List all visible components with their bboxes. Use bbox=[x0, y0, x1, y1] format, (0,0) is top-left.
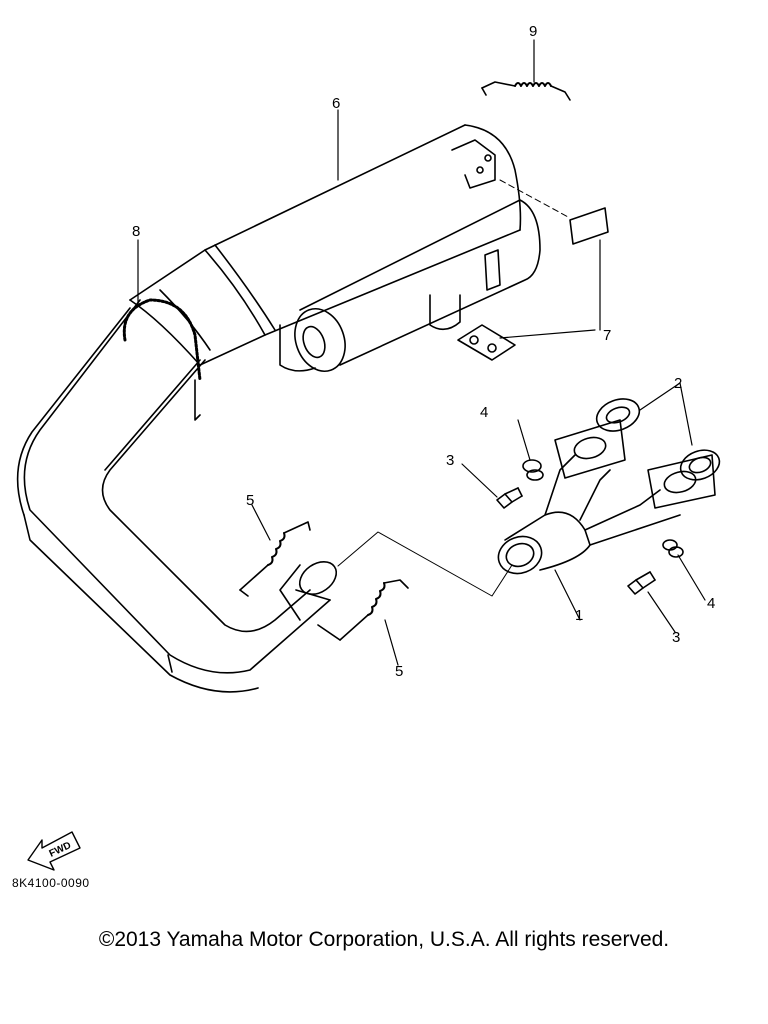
heat-wrap-band bbox=[122, 298, 202, 421]
leader-lines bbox=[137, 39, 706, 666]
mounting-bracket-upper bbox=[451, 139, 496, 189]
muffler-body bbox=[129, 124, 522, 366]
spring-lower bbox=[317, 579, 409, 641]
fwd-arrow-icon: FWD bbox=[27, 831, 81, 871]
spring-top bbox=[481, 81, 571, 101]
nut-upper bbox=[522, 459, 544, 481]
exhaust-manifold bbox=[497, 419, 716, 575]
callout-9: 9 bbox=[529, 23, 537, 40]
diagram-code: 8K4100-0090 bbox=[12, 876, 90, 890]
exhaust-pipe bbox=[16, 299, 331, 693]
callout-7: 7 bbox=[603, 327, 611, 344]
nut-lower bbox=[662, 539, 684, 558]
callout-4: 4 bbox=[707, 595, 715, 612]
gasket-upper bbox=[595, 398, 641, 432]
callout-1: 1 bbox=[575, 607, 583, 624]
copyright-notice: ©2013 Yamaha Motor Corporation, U.S.A. A… bbox=[98, 928, 670, 951]
assembly-reference-lines bbox=[337, 179, 571, 597]
callout-3: 3 bbox=[672, 629, 680, 646]
callout-3: 3 bbox=[446, 452, 454, 469]
bolt-upper bbox=[496, 487, 523, 509]
callout-2: 2 bbox=[674, 375, 682, 392]
muffler-lower-canister bbox=[279, 199, 541, 372]
spring-upper bbox=[239, 521, 311, 597]
gasket-lower bbox=[679, 449, 721, 481]
callout-labels: 1 2 3 3 4 4 5 5 6 7 8 9 bbox=[132, 23, 715, 680]
pipe-outlet bbox=[279, 560, 338, 621]
callout-5: 5 bbox=[395, 663, 403, 680]
bolt-lower bbox=[627, 571, 656, 595]
callout-8: 8 bbox=[132, 223, 140, 240]
callout-6: 6 bbox=[332, 95, 340, 112]
damper-pad bbox=[569, 207, 609, 245]
callout-5: 5 bbox=[246, 492, 254, 509]
mounting-bracket-lower bbox=[457, 249, 516, 361]
callout-4: 4 bbox=[480, 404, 488, 421]
